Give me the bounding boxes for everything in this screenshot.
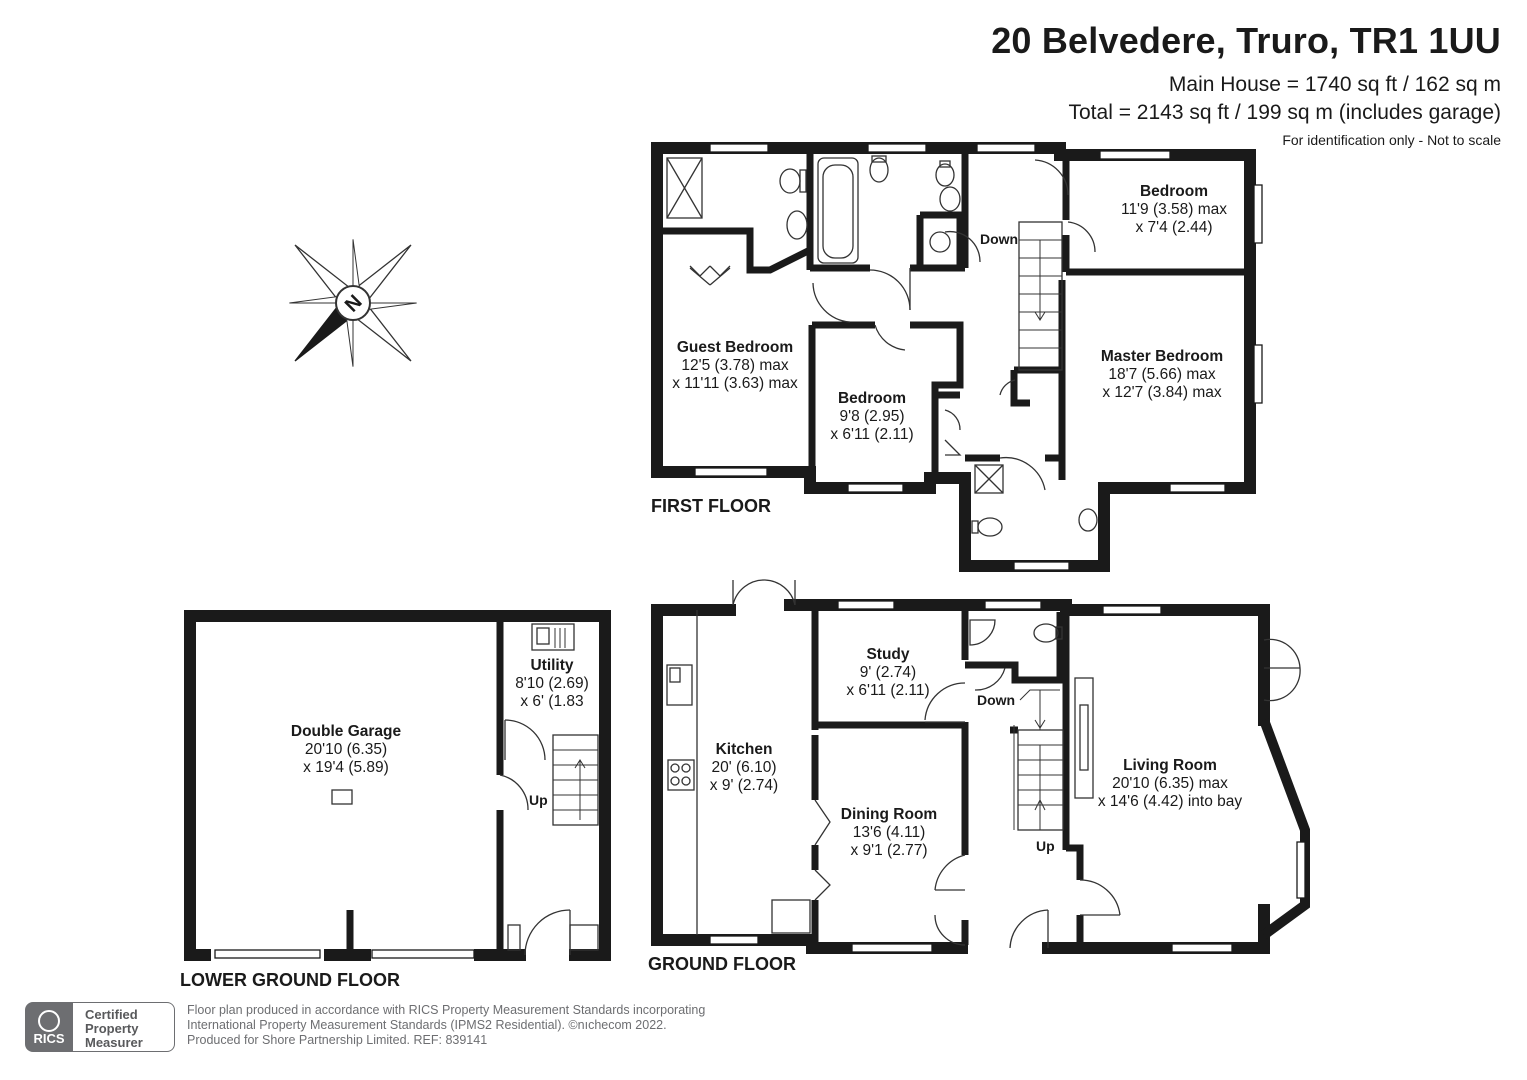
- total-area: Total = 2143 sq ft / 199 sq m (includes …: [1068, 101, 1502, 124]
- disclaimer-line-2: International Property Measurement Stand…: [187, 1018, 667, 1032]
- stair-label-ground-up: Up: [1036, 838, 1055, 854]
- property-address: 20 Belvedere, Truro, TR1 1UU: [991, 20, 1501, 61]
- scale-note: For identification only - Not to scale: [1282, 132, 1501, 148]
- stair-label-ground-down: Down: [977, 692, 1016, 708]
- stair-label-first-down: Down: [980, 231, 1019, 247]
- main-house-area: Main House = 1740 sq ft / 162 sq m: [1168, 73, 1501, 96]
- rics-logo: RICS: [25, 1002, 73, 1052]
- disclaimer-line-3: Produced for Shore Partnership Limited. …: [187, 1033, 488, 1047]
- compass-rose: [289, 239, 417, 367]
- floor-label-first: FIRST FLOOR: [651, 496, 771, 516]
- rics-emblem-icon: [38, 1010, 60, 1032]
- rics-certified-badge: RICS Certified Property Measurer: [25, 1002, 175, 1052]
- floor-label-ground: GROUND FLOOR: [648, 954, 796, 974]
- disclaimer-line-1: Floor plan produced in accordance with R…: [187, 1003, 706, 1017]
- floor-label-lower: LOWER GROUND FLOOR: [180, 970, 400, 990]
- stair-label-lower-up: Up: [529, 792, 548, 808]
